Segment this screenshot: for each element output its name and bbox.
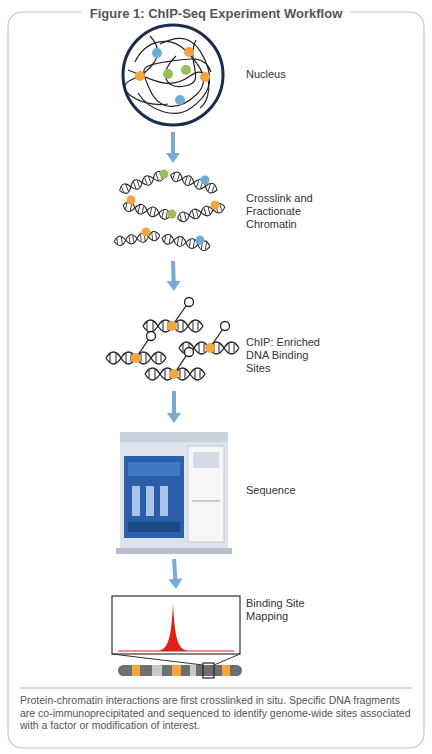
stage-label: Nucleus	[246, 68, 320, 81]
caption-divider	[20, 688, 412, 689]
binding-site-map	[112, 596, 242, 678]
arrow-shaft	[171, 261, 176, 282]
figure-title: Figure 1: ChIP-Seq Experiment Workflow	[81, 6, 352, 21]
workflow-stage: ChIP: Enriched DNA Binding Sites	[104, 296, 244, 386]
workflow-stage: Binding Site Mapping	[110, 594, 242, 678]
arrow-head	[168, 579, 182, 589]
stage-label: Binding Site Mapping	[246, 597, 320, 623]
workflow-stage: Nucleus	[121, 23, 225, 127]
card-border	[8, 12, 424, 748]
stage-label: Crosslink and Fractionate Chromatin	[246, 192, 320, 231]
arrow-head	[167, 413, 181, 423]
flow-arrow	[167, 391, 181, 423]
arrow-shaft	[174, 559, 175, 580]
workflow-stage: Crosslink and Fractionate Chromatin	[112, 168, 234, 256]
nucleus-illustration	[123, 25, 223, 125]
enriched-fragments	[106, 298, 239, 381]
arrow-head	[167, 281, 181, 291]
stage-label: Sequence	[246, 484, 320, 497]
arrow-shaft	[172, 391, 176, 414]
fragmented-chromatin	[114, 170, 226, 252]
flow-arrow	[166, 132, 180, 163]
figure-caption: Protein-chromatin interactions are first…	[20, 694, 412, 732]
sequencer-instrument	[116, 432, 232, 554]
figure-title-row: Figure 1: ChIP-Seq Experiment Workflow	[0, 4, 432, 22]
flow-arrow	[167, 261, 181, 291]
workflow-stage: Sequence	[118, 428, 230, 554]
arrow-head	[166, 153, 180, 163]
flow-arrow	[168, 559, 182, 589]
stage-label: ChIP: Enriched DNA Binding Sites	[246, 336, 320, 375]
arrow-shaft	[171, 132, 175, 154]
